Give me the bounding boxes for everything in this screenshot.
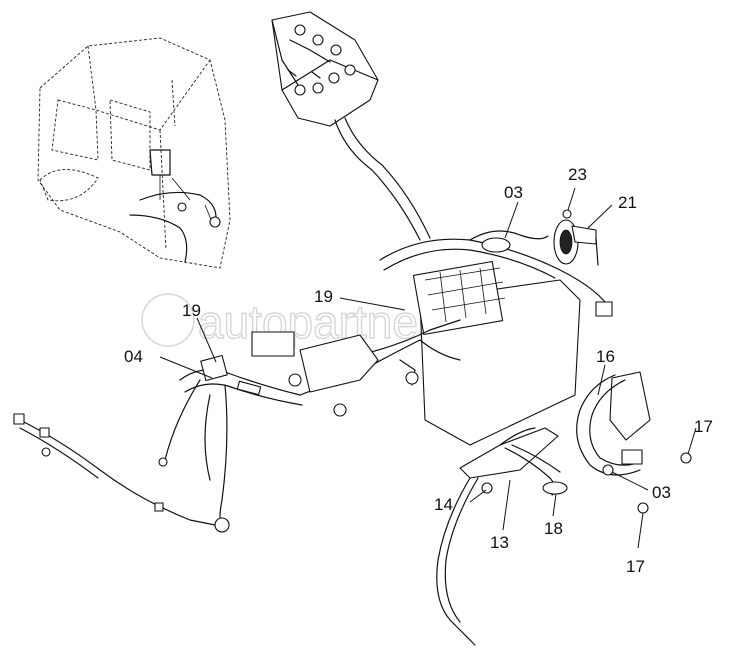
main-harness [251,230,613,446]
callout-03-harness: 03 [504,183,523,202]
callout-13-bracket: 13 [490,533,509,552]
callout-21-horn: 21 [618,193,637,212]
left-harness [13,354,303,533]
leader-lines [159,187,697,549]
callouts: 03 23 21 19 19 04 16 17 03 14 13 18 17 [124,165,713,576]
callout-17-bolt-lower: 17 [626,557,645,576]
callout-17-bolt-upper: 17 [694,417,713,436]
callout-03-clamp: 03 [652,483,671,502]
callout-18-clamp: 18 [544,519,563,538]
control-console [271,11,431,241]
horn [553,209,599,266]
callout-14-bolt: 14 [434,495,453,514]
callout-19-relay-harness: 19 [314,287,333,306]
callout-19-left-harness: 19 [182,301,201,320]
cab-outline [37,37,231,269]
callout-23-bolt: 23 [568,165,587,184]
callout-04-connector: 04 [124,347,143,366]
callout-16-harness: 16 [596,347,615,366]
right-harness [436,371,692,646]
